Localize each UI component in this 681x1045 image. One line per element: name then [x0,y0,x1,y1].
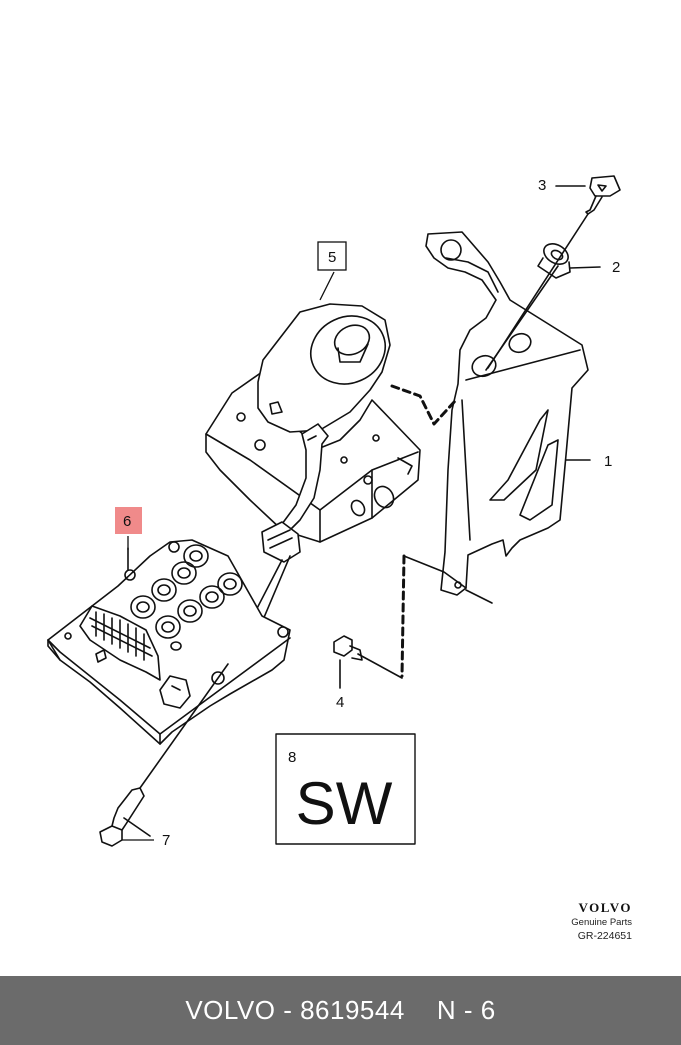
parts-diagram: 1 2 3 4 5 6 7 8 SW [47,175,621,849]
callout-7: 7 [162,832,170,849]
callout-2: 2 [612,259,620,276]
diagram-code: GR-224651 [577,930,632,942]
callout-8: 8 [288,749,296,766]
control-module-part [47,539,291,745]
footer-part-label: VOLVO - 8619544 [185,995,405,1025]
footer-bar: VOLVO - 8619544 N - 6 [0,976,681,1045]
sw-label: SW [296,770,393,837]
footer-ref-label: N - 6 [436,995,496,1025]
screw-part [485,175,621,371]
long-bolt-part [99,663,229,847]
volvo-logo: VOLVO [578,900,632,915]
bolt-part [333,635,403,689]
grommet-part [537,243,601,279]
hydraulic-unit-part [205,303,421,681]
callout-6: 6 [123,513,131,530]
callout-1: 1 [604,453,612,470]
callout-4: 4 [336,694,344,711]
callout-3: 3 [538,177,546,194]
bracket-part [425,231,591,604]
callout-5: 5 [328,249,336,266]
dashed-leader [390,384,458,426]
sw-box [275,733,416,845]
callout-5-box [317,241,347,271]
brand-block: VOLVO Genuine Parts GR-224651 [571,900,632,944]
dashed-leader-bolt [400,554,406,678]
brand-subtitle: Genuine Parts [571,917,632,928]
callout-6-highlight [115,507,142,534]
